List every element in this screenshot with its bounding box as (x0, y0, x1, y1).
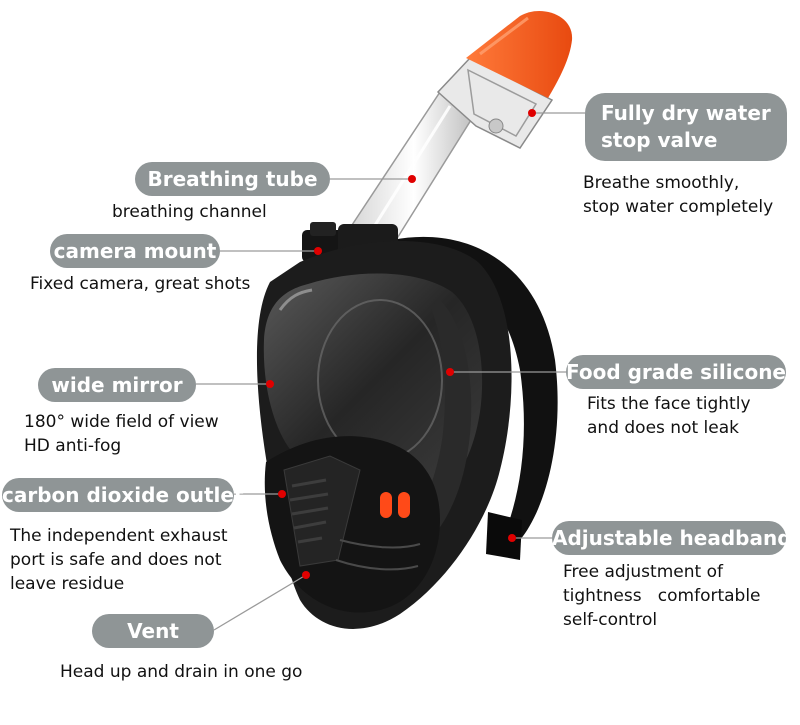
leader-lines (196, 112, 585, 631)
breathing-tube-description-line-1: breathing channel (112, 202, 267, 222)
vent-label: Vent (92, 614, 214, 648)
co2-outlet-description-line-1: The independent exhaust (10, 526, 228, 546)
valve-description: Breathe smoothly, stop water completely (583, 171, 773, 219)
marker-dot-valve (528, 109, 536, 117)
vent-description: Head up and drain in one go (60, 660, 302, 684)
valve-label-line-2: stop valve (601, 128, 718, 152)
marker-dot-headband (508, 534, 516, 542)
silicone-label: Food grade silicone (566, 355, 786, 389)
headband-label: Adjustable headband (552, 521, 792, 555)
headband-buckle (486, 512, 522, 560)
headband-label-text: Adjustable headband (552, 526, 792, 550)
marker-dot-camera (314, 247, 322, 255)
co2-outlet-description-line-3: leave residue (10, 574, 125, 594)
silicone-label-text: Food grade silicone (566, 360, 786, 384)
marker-dot-tube (408, 175, 416, 183)
camera-mount-label-text: camera mount (53, 239, 217, 263)
marker-dot-vent (302, 571, 310, 579)
silicone-description: Fits the face tightly and does not leak (587, 392, 751, 440)
wide-mirror-label-text: wide mirror (51, 373, 183, 397)
headband-description-line-1: Free adjustment of (563, 562, 723, 582)
vent-description-line-1: Head up and drain in one go (60, 662, 303, 682)
wide-mirror-description: 180° wide field of view HD anti-fog (24, 410, 219, 458)
snorkel-orange-tip (466, 10, 573, 98)
camera-mount-description-line-1: Fixed camera, great shots (30, 274, 251, 294)
wide-mirror-label: wide mirror (38, 368, 196, 402)
breathing-tube (350, 10, 573, 241)
headband-description: Free adjustment of tightness comfortable… (563, 560, 761, 632)
wide-mirror-description-line-2: HD anti-fog (24, 436, 122, 456)
vent-label-text: Vent (127, 619, 179, 643)
co2-outlet-label: carbon dioxide outlet (2, 478, 244, 512)
marker-dot-mirror (266, 380, 274, 388)
headband-description-line-3: self-control (563, 610, 658, 630)
silicone-description-line-2: and does not leak (587, 418, 739, 438)
silicone-description-line-1: Fits the face tightly (587, 394, 751, 414)
breathing-tube-description: breathing channel (112, 200, 267, 224)
co2-outlet-description: The independent exhaust port is safe and… (10, 524, 228, 596)
co2-outlet-description-line-2: port is safe and does not (10, 550, 222, 570)
marker-dot-silicone (446, 368, 454, 376)
headband-description-line-2: tightness comfortable (563, 586, 761, 606)
camera-mount-label: camera mount (50, 234, 220, 268)
silicone-skirt (410, 300, 472, 540)
chin-section (264, 436, 440, 613)
headband-strap (392, 236, 558, 545)
camera-mount-description: Fixed camera, great shots (30, 272, 250, 296)
breathing-tube-label-text: Breathing tube (147, 167, 318, 191)
wide-mirror-description-line-1: 180° wide field of view (24, 412, 219, 432)
valve-label: Fully dry water stop valve (585, 93, 787, 161)
valve-label-line-1: Fully dry water (601, 101, 771, 125)
marker-dots (266, 109, 536, 579)
co2-outlet-label-text: carbon dioxide outlet (2, 483, 244, 507)
breathing-tube-label: Breathing tube (135, 162, 330, 196)
valve-description-line-2: stop water completely (583, 197, 774, 217)
exhaust-slits (289, 478, 329, 544)
valve-description-line-1: Breathe smoothly, (583, 173, 740, 193)
exhaust-orange-indicator-right (398, 492, 410, 518)
exhaust-orange-indicator-left (380, 492, 392, 518)
marker-dot-outlet (278, 490, 286, 498)
